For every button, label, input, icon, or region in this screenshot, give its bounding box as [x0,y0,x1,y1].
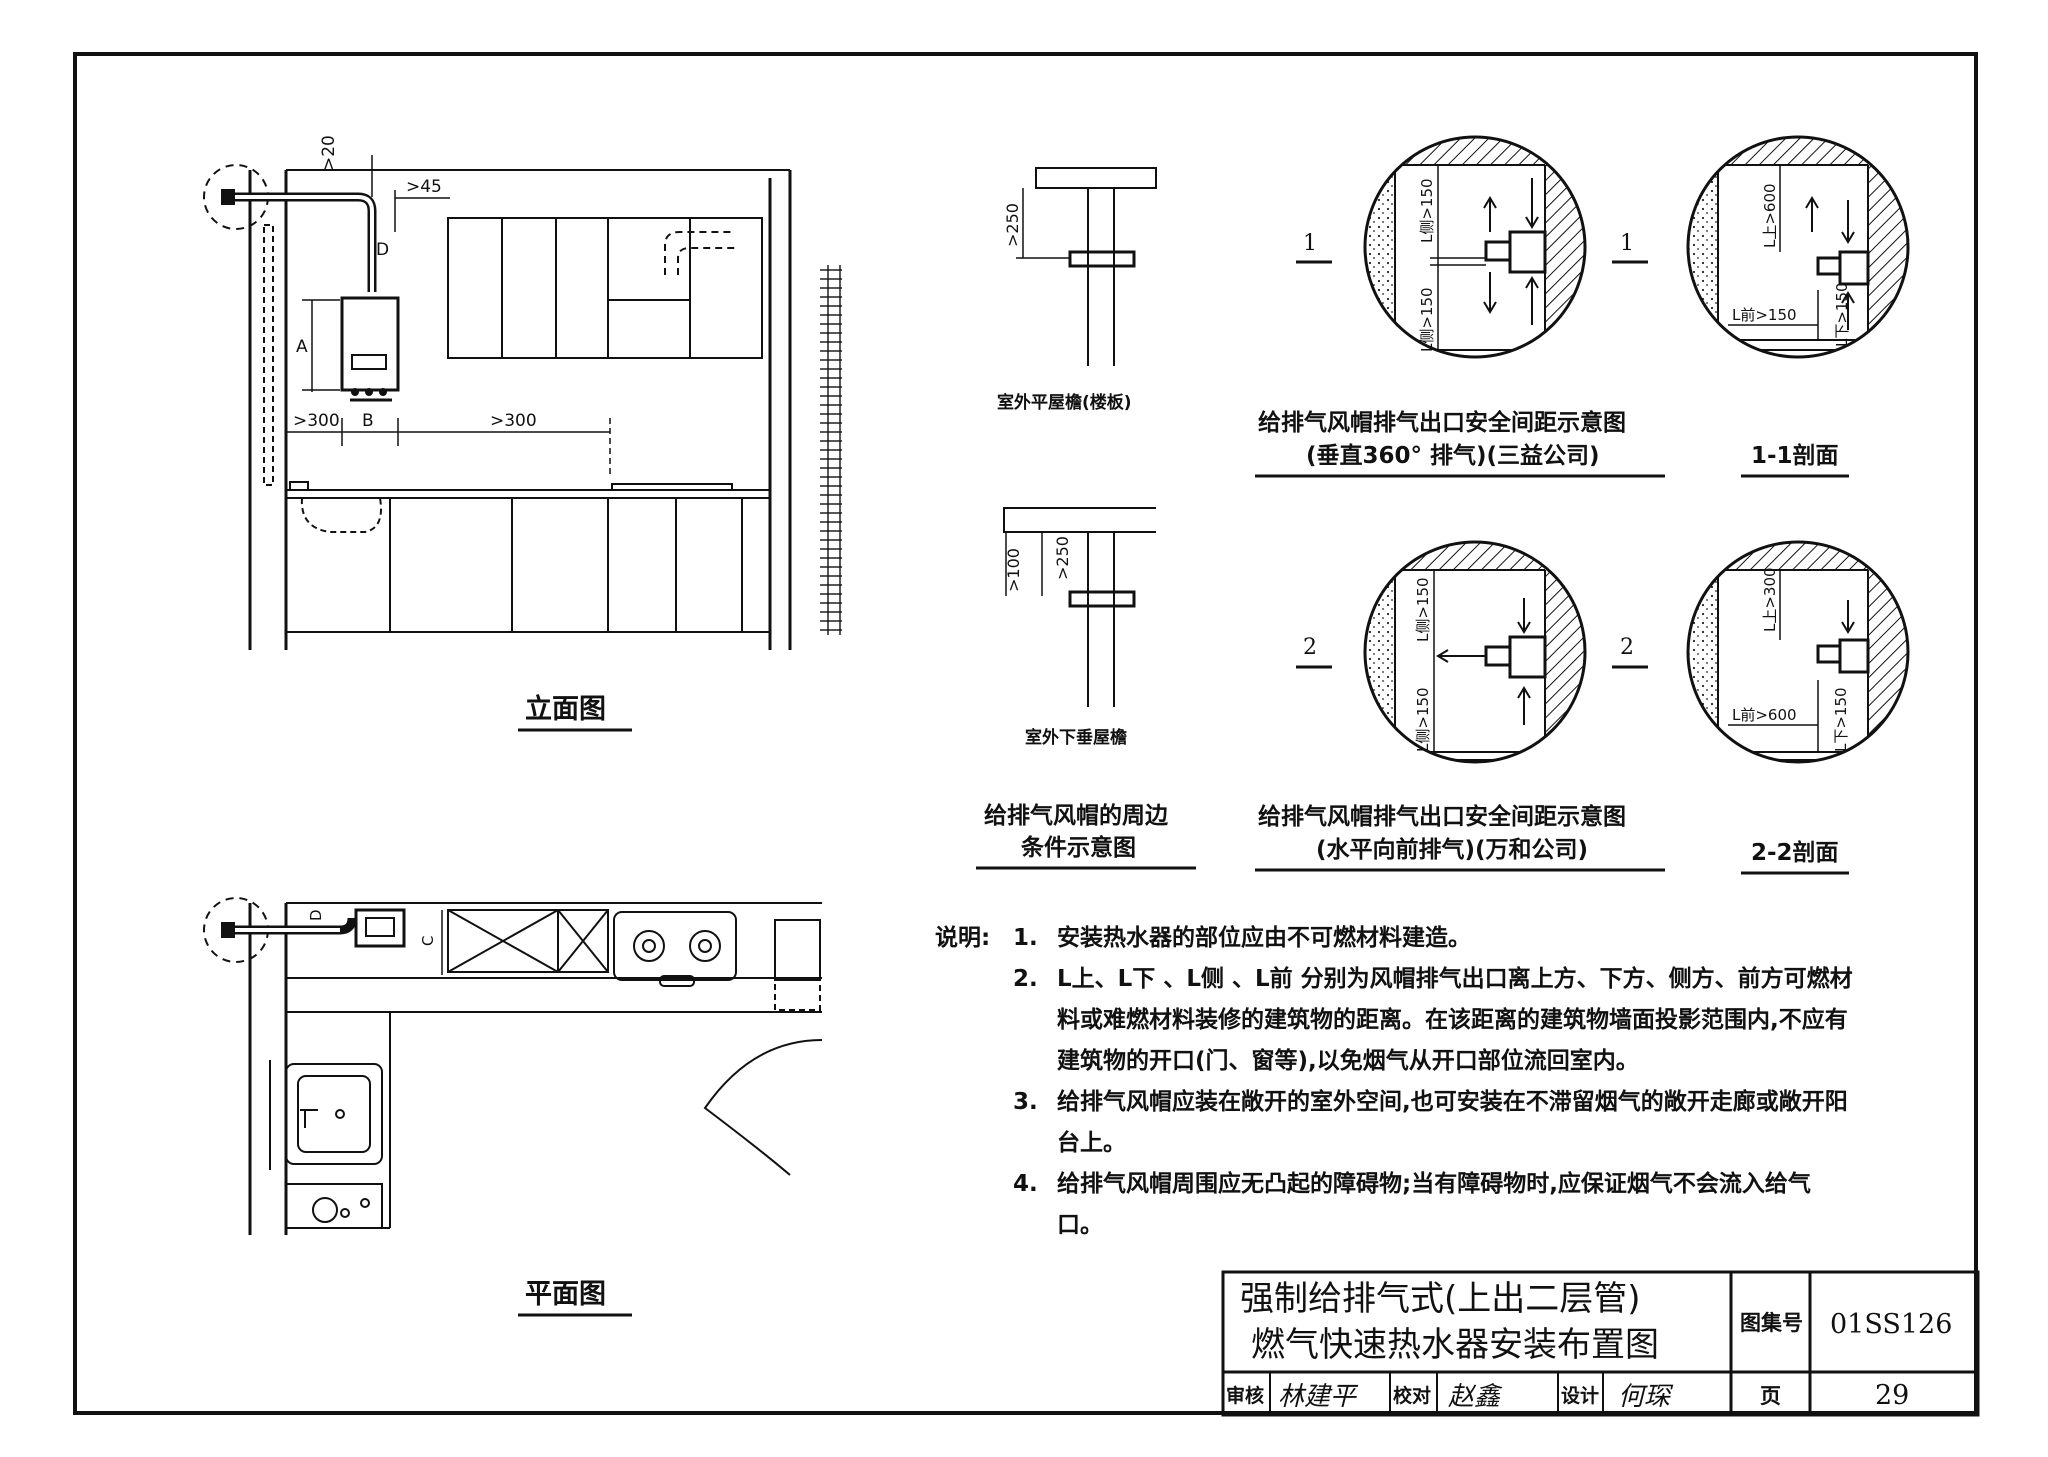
notes-block: 说明: 1. 安装热水器的部位应由不可燃材料建造。 2. L上、L下 、L侧 、… [935,918,1895,1246]
dim-b: B [362,411,374,431]
vertical-detail-text: 1 1 L侧>150 L侧>150 L上>600 L前>150 L下>150 给… [1255,178,1851,478]
svg-text:图集号: 图集号 [1740,1311,1803,1335]
svg-text:>250: >250 [1003,203,1022,247]
drawing-title-1: 强制给排气式(上出二层管) [1240,1279,1641,1319]
svg-text:L侧>150: L侧>150 [1418,287,1436,352]
note-text: 给排气风帽应装在敞开的室外空间,也可安装在不滞留烟气的敞开走廊或敞开阳台上。 [1057,1089,1848,1156]
vertical-caption-1: 给排气风帽排气出口安全间距示意图 [1258,409,1626,436]
horizontal-detail-text: 2 2 L侧>150 L侧>150 L上>300 L前>600 L下>150 给… [1255,567,1850,875]
title-block [1221,1270,1980,1417]
dim-left: >300 [293,411,340,431]
drawing-frame [73,52,1978,1415]
svg-text:>250: >250 [1053,536,1072,580]
elevation-dims: >20 >45 D A B >300 >300 立面图 [293,135,632,732]
svg-text:1: 1 [1303,231,1317,256]
check-signature: 赵鑫 [1448,1382,1503,1412]
note-text: 给排气风帽周围应无凸起的障碍物;当有障碍物时,应保证烟气不会流入给气口。 [1057,1171,1811,1238]
surroundings-caption-1: 给排气风帽的周边 [984,802,1169,829]
design-signature: 何琛 [1618,1382,1674,1412]
plan-view [203,897,823,1235]
svg-text:2: 2 [1303,635,1317,660]
svg-text:室外平屋檐(楼板): 室外平屋檐(楼板) [997,392,1132,413]
horizontal-caption-1: 给排气风帽排气出口安全间距示意图 [1258,803,1626,830]
brick-hatch [820,265,842,635]
dim-top-gap: >20 [319,135,339,171]
water-heater [340,296,400,392]
section-1-caption: 1-1剖面 [1751,442,1839,469]
surroundings-flat [1016,167,1157,366]
dim-d: D [376,240,389,260]
horizontal-caption-2: (水平向前排气)(万和公司) [1316,836,1588,863]
dim-a: A [296,337,308,357]
title-block-text: 强制给排气式(上出二层管) 燃气快速热水器安装布置图 图集号 01SS126 审… [1226,1279,1952,1412]
svg-text:L上>600: L上>600 [1761,183,1779,248]
note-text: L上、L下 、L侧 、L前 分别为风帽排气出口离上方、下方、侧方、前方可燃材料或… [1057,966,1853,1074]
horizontal-detail [1296,540,1910,764]
svg-text:L侧>150: L侧>150 [1418,178,1436,243]
svg-text:L下>150: L下>150 [1833,282,1851,347]
elevation-title: 立面图 [525,693,606,725]
note-item: 1. 安装热水器的部位应由不可燃材料建造。 [1013,925,1471,951]
surroundings-text: >250 室外平屋檐(楼板) >100 >250 室外下垂屋檐 给排气风帽的周边… [976,203,1196,870]
surroundings-caption-2: 条件示意图 [1021,834,1136,861]
note-text: 安装热水器的部位应由不可燃材料建造。 [1057,925,1471,951]
svg-text:设计: 设计 [1561,1385,1599,1407]
svg-text:L侧>150: L侧>150 [1414,577,1432,642]
svg-text:审核: 审核 [1226,1384,1264,1407]
svg-text:L侧>150: L侧>150 [1414,687,1432,752]
plan-dims: D C 平面图 [307,909,632,1317]
svg-text:页: 页 [1760,1384,1781,1408]
svg-text:1: 1 [1620,231,1634,256]
svg-text:校对: 校对 [1393,1384,1431,1407]
vertical-caption-2: (垂直360° 排气)(三益公司) [1306,442,1600,469]
page-number: 29 [1875,1380,1909,1411]
surroundings-drop [1003,507,1156,707]
plan-title: 平面图 [525,1279,606,1310]
elevation-view [203,155,842,650]
svg-text:2: 2 [1620,635,1634,660]
svg-text:L上>300: L上>300 [1761,567,1779,632]
dim-pipe-gap: >45 [406,177,442,197]
plan-dim-c: C [419,936,437,946]
vertical-detail [1296,135,1910,359]
note-item: 4. 给排气风帽周围应无凸起的障碍物;当有障碍物时,应保证烟气不会流入给气口。 [1013,1171,1811,1238]
notes-heading: 说明: [935,925,991,951]
svg-text:>100: >100 [1004,548,1023,592]
atlas-number: 01SS126 [1830,1309,1952,1340]
section-2-caption: 2-2剖面 [1751,839,1839,866]
svg-text:室外下垂屋檐: 室外下垂屋檐 [1025,727,1127,748]
dim-right: >300 [490,411,537,431]
svg-text:L前>600: L前>600 [1732,706,1797,724]
note-item: 3. 给排气风帽应装在敞开的室外空间,也可安装在不滞留烟气的敞开走廊或敞开阳台上… [1013,1089,1848,1156]
note-item: 2. L上、L下 、L侧 、L前 分别为风帽排气出口离上方、下方、侧方、前方可燃… [1013,966,1853,1074]
review-signature: 林建平 [1278,1382,1359,1412]
svg-text:L前>150: L前>150 [1732,306,1797,324]
drawing-title-2: 燃气快速热水器安装布置图 [1251,1325,1659,1365]
svg-text:L下>150: L下>150 [1832,687,1850,752]
plan-dim-d: D [307,909,325,921]
